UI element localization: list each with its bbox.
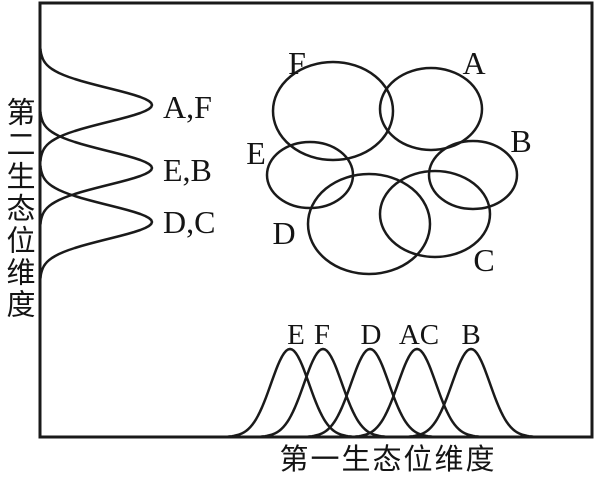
niche-label-b: B [510,123,531,159]
bottom-curve-label-e: E [287,319,305,351]
bottom-curve-label-ac: AC [399,319,439,351]
x-axis-label: 第一生态位维度 [279,444,497,476]
bottom-curve-f [259,347,387,438]
niche-ellipse-d [306,172,432,276]
niche-label-d: D [272,215,295,251]
left-curve-label-eb: E,B [163,152,212,188]
niche-ellipse-f [271,60,395,162]
bottom-curve-ac [353,347,481,438]
left-curve-af [39,47,154,163]
niche-label-a: A [462,45,485,81]
y-axis-label: 第二生态位维度 [2,97,34,321]
bottom-curve-label-f: F [314,319,330,351]
niche-label-c: C [473,242,494,278]
bottom-curve-e [226,347,354,438]
left-curve-eb [39,110,154,226]
niche-label-f: F [288,45,306,81]
plot-frame [38,1,594,439]
niche-ellipse-a [378,66,484,152]
bottom-curve-label-b: B [461,319,480,351]
niche-label-e: E [246,135,266,171]
bottom-curve-d [306,347,434,438]
niche-ellipse-e [265,140,355,210]
left-curve-dc [39,164,154,280]
bottom-curve-b [407,347,535,438]
left-curve-label-dc: D,C [163,204,215,240]
left-curve-label-af: A,F [163,89,212,125]
bottom-curve-label-d: D [361,319,382,351]
niche-ellipse-b [427,139,519,211]
niche-ellipse-c [378,169,492,259]
